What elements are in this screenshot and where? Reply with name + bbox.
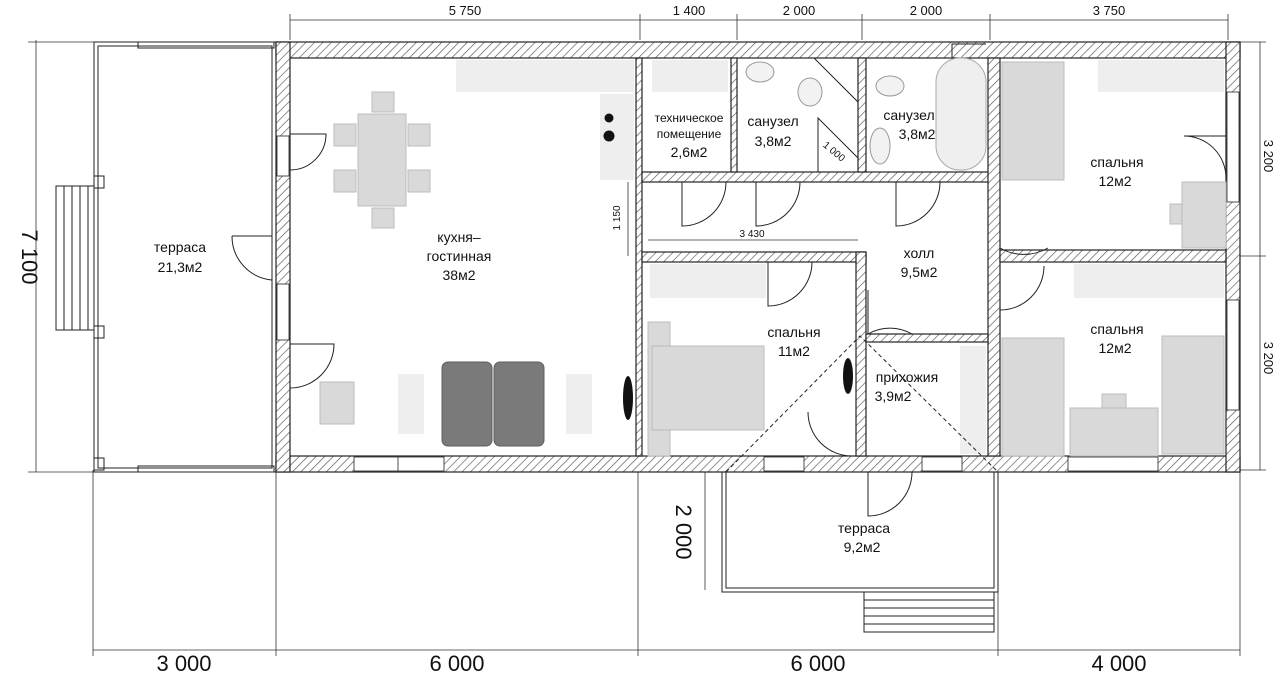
bedroom-ne-area: 12м2 xyxy=(1099,173,1132,189)
terrace-bottom xyxy=(721,471,999,633)
terrace-bottom-name: терраса xyxy=(838,520,890,536)
bedroom-furniture xyxy=(647,60,1227,457)
bedroom-se-name: спальня xyxy=(1090,321,1143,337)
kitchen-name-2: гостинная xyxy=(427,248,492,264)
dim-top-5: 3 750 xyxy=(1093,3,1126,18)
dim-bottom-3: 6 000 xyxy=(790,651,845,676)
bath2-name: санузел xyxy=(883,107,934,123)
terrace-steps xyxy=(55,185,95,331)
kitchen-area: 38м2 xyxy=(443,267,476,283)
dim-corridor: 1 150 xyxy=(612,205,623,230)
dimension-lines xyxy=(28,14,1266,656)
dim-right-1: 3 200 xyxy=(1261,140,1276,173)
dim-top-2: 1 400 xyxy=(673,3,706,18)
kitchen-furniture xyxy=(319,60,634,447)
bath1-area: 3,8м2 xyxy=(755,133,792,149)
bedroom-center-area: 11м2 xyxy=(778,343,810,359)
bedroom-ne-name: спальня xyxy=(1090,154,1143,170)
kitchen-name-1: кухня– xyxy=(437,229,481,245)
bedroom-se-area: 12м2 xyxy=(1099,340,1132,356)
bath1-name: санузел xyxy=(747,113,798,129)
dim-bottom-2: 6 000 xyxy=(429,651,484,676)
dim-overall-height: 7 100 xyxy=(17,229,42,284)
dim-top-4: 2 000 xyxy=(910,3,943,18)
tech-name-1: техническое xyxy=(655,111,724,125)
dim-bedroom-width: 3 430 xyxy=(739,229,764,240)
terrace-left-area: 21,3м2 xyxy=(158,259,203,275)
hall-area: 9,5м2 xyxy=(901,264,938,280)
hall-name: холл xyxy=(904,245,935,261)
dim-top-1: 5 750 xyxy=(449,3,482,18)
bath2-area: 3,8м2 xyxy=(899,126,936,142)
tech-name-2: помещение xyxy=(657,127,722,141)
terrace-bottom-area: 9,2м2 xyxy=(844,539,881,555)
bathroom-fixtures xyxy=(652,57,987,173)
dim-terrace-depth: 2 000 xyxy=(671,504,696,559)
tech-area: 2,6м2 xyxy=(671,144,708,160)
entry-name: прихожия xyxy=(876,369,938,385)
dim-bottom-1: 3 000 xyxy=(156,651,211,676)
doors xyxy=(231,43,1227,517)
windows xyxy=(276,91,1240,472)
terrace-left-name: терраса xyxy=(154,239,206,255)
dim-right-2: 3 200 xyxy=(1261,342,1276,375)
terrace-left xyxy=(55,41,277,473)
dim-top-3: 2 000 xyxy=(783,3,816,18)
bedroom-center-name: спальня xyxy=(767,324,820,340)
entry-area: 3,9м2 xyxy=(875,388,912,404)
dim-bottom-4: 4 000 xyxy=(1091,651,1146,676)
